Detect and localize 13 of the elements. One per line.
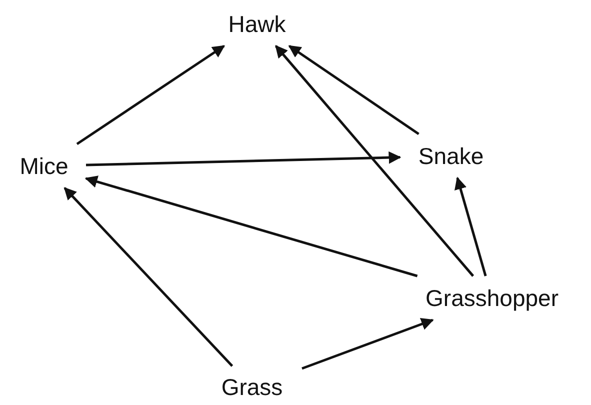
node-label: Snake bbox=[418, 142, 484, 170]
node-label: Grass bbox=[221, 374, 283, 400]
node-label: Mice bbox=[20, 152, 68, 180]
arrow bbox=[302, 318, 434, 370]
node-label: Grasshopper bbox=[426, 284, 558, 312]
arrow bbox=[86, 151, 402, 166]
arrow bbox=[64, 187, 234, 367]
arrow bbox=[84, 176, 418, 278]
arrow bbox=[274, 45, 474, 277]
arrow bbox=[288, 44, 420, 136]
arrow bbox=[454, 176, 487, 276]
node-label: Hawk bbox=[228, 10, 286, 38]
arrow bbox=[76, 44, 226, 146]
